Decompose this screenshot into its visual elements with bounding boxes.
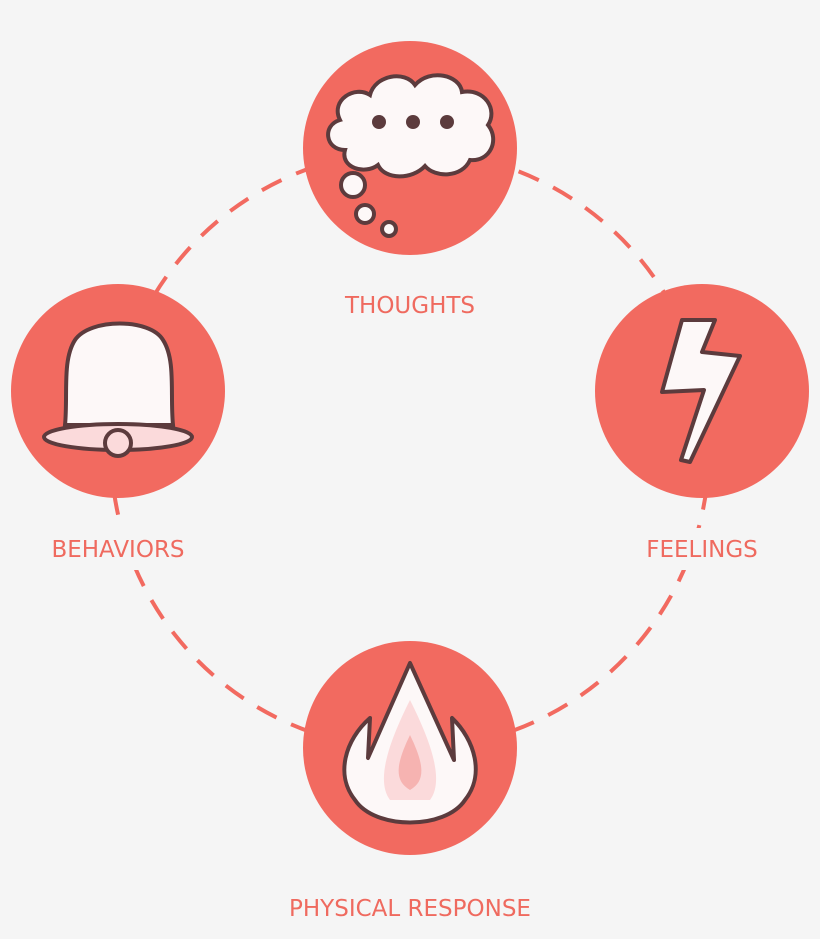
thought-bubble-icon xyxy=(326,73,496,238)
node-thoughts: THOUGHTS xyxy=(303,41,517,319)
label-feelings: FEELINGS xyxy=(646,537,758,563)
label-physical-response: PHYSICAL RESPONSE xyxy=(289,896,531,922)
node-feelings: FEELINGS xyxy=(595,284,809,563)
node-behaviors: BEHAVIORS xyxy=(11,284,225,563)
label-thoughts: THOUGHTS xyxy=(344,293,475,319)
flame-icon xyxy=(342,661,478,825)
lightning-bolt-icon xyxy=(660,318,742,464)
bell-icon xyxy=(42,321,194,458)
node-physical-response: PHYSICAL RESPONSE xyxy=(289,641,531,922)
label-behaviors: BEHAVIORS xyxy=(51,537,184,563)
